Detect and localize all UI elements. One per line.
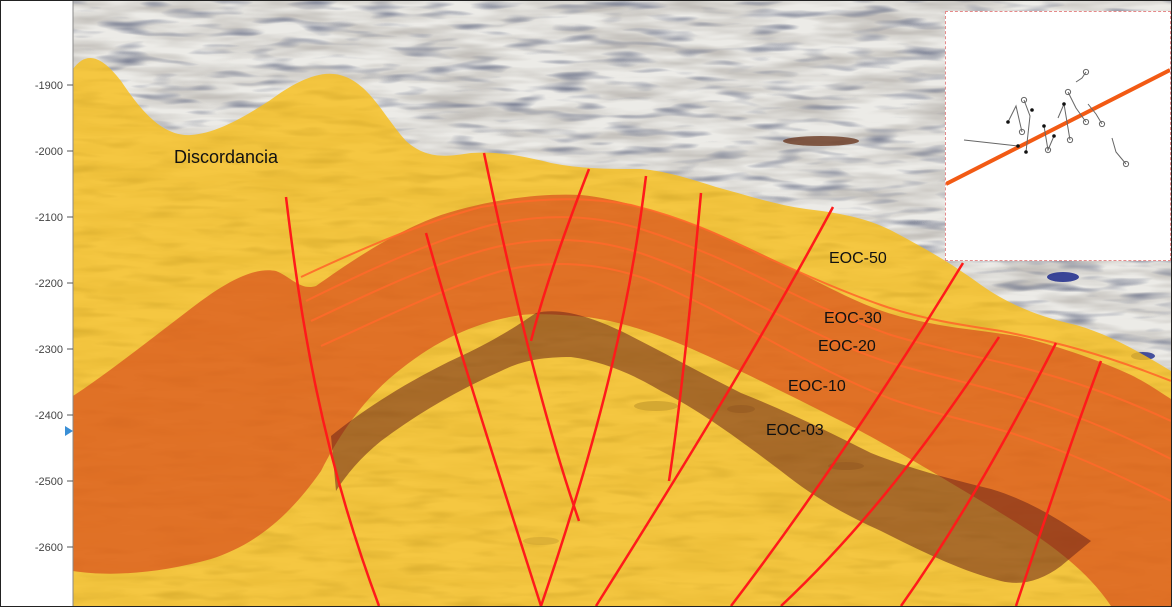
well-head	[1062, 102, 1066, 106]
well-trajectories	[963, 71, 1127, 165]
axis-tick-label: -2000	[35, 146, 63, 158]
location-inset-map	[945, 11, 1171, 261]
inset-map-canvas	[945, 68, 1171, 186]
unit-label-eoc-10: EOC-10	[788, 378, 846, 395]
well-bottom	[1082, 68, 1090, 76]
fault-line	[594, 206, 835, 606]
fault-line	[899, 342, 1058, 606]
well-bottom	[1082, 118, 1090, 126]
eoc-upper-package	[73, 194, 1171, 606]
horizon-eoc-50	[300, 198, 1171, 382]
well-bottom	[1064, 88, 1072, 96]
axis-tick-label: -2400	[35, 410, 63, 422]
fault-line	[482, 152, 581, 522]
unit-label-eoc-20: EOC-20	[818, 338, 876, 355]
unit-label-eoc-50: EOC-50	[829, 250, 887, 267]
well-bottom	[1044, 146, 1052, 154]
horizon-eoc-30	[305, 216, 1171, 422]
well-path	[1023, 99, 1031, 153]
fault-line	[424, 232, 543, 606]
well-path	[1007, 104, 1023, 133]
triangle-marker-icon[interactable]	[65, 426, 73, 436]
unconformity-label: Discordancia	[174, 147, 279, 167]
well-head	[1024, 150, 1028, 154]
well-heads	[1006, 102, 1066, 154]
fault-lines	[284, 152, 1103, 606]
horizon-eoc-20	[310, 239, 1171, 460]
horizon-lines	[300, 198, 1171, 502]
amplitude-anomaly	[1047, 272, 1079, 282]
well-head	[1052, 134, 1056, 138]
axis-tick-label: -2100	[35, 212, 63, 224]
horizon-eoc-10	[320, 263, 1171, 502]
well-bottom	[1018, 128, 1026, 136]
well-path	[1043, 125, 1055, 152]
section-trace-line	[945, 68, 1171, 186]
well-path	[1087, 103, 1103, 125]
well-bottom	[1066, 136, 1074, 144]
fault-line	[780, 336, 1001, 606]
unit-label-eoc-03: EOC-03	[766, 422, 824, 439]
axis-tick-label: -1900	[35, 80, 63, 92]
fault-line	[1014, 360, 1103, 606]
well-head	[1006, 120, 1010, 124]
axis-tick-label: -2200	[35, 278, 63, 290]
well-bottom	[1122, 160, 1130, 168]
amplitude-anomaly	[783, 136, 859, 146]
fault-line	[730, 262, 965, 606]
fault-line	[284, 196, 381, 606]
well-bottom	[1098, 120, 1106, 128]
fault-line	[529, 168, 591, 342]
eoc-lower-package	[331, 311, 1091, 583]
axis-tick-label: -2600	[35, 542, 63, 554]
well-path	[1111, 137, 1127, 165]
well-bottom	[1020, 96, 1028, 104]
well-head	[1042, 124, 1046, 128]
well-head	[1030, 108, 1034, 112]
well-path	[1067, 91, 1087, 123]
well-bottoms	[1018, 68, 1130, 168]
well-head	[1016, 144, 1020, 148]
fault-line	[667, 192, 703, 482]
depth-axis: -1900 -2000 -2100 -2200 -2300 -2400 -250…	[35, 80, 73, 554]
well-path	[963, 139, 1019, 147]
axis-tick-label: -2300	[35, 344, 63, 356]
fault-line	[539, 175, 648, 606]
axis-tick-label: -2500	[35, 476, 63, 488]
unit-label-eoc-30: EOC-30	[824, 310, 882, 327]
